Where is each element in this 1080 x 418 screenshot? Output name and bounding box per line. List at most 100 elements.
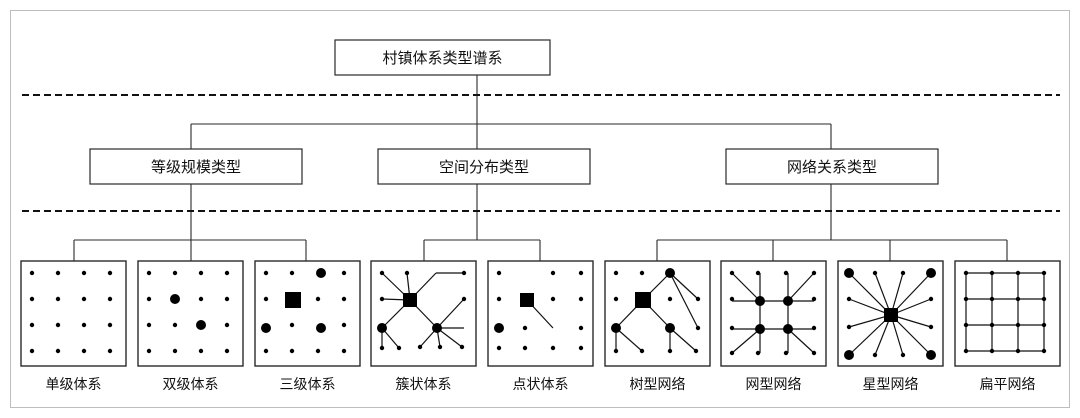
village-dot [459,344,465,350]
center-node [635,292,651,308]
village-dot [872,270,878,276]
panel-point: 点状体系 [487,260,594,393]
village-dot [224,322,230,328]
village-dot [496,345,502,351]
town-node [665,323,675,333]
root-box [334,39,551,76]
village-dot [522,345,528,351]
panel-label-flat: 扁平网络 [980,377,1036,393]
village-dot [289,270,295,276]
village-dot [315,296,321,302]
village-dot [461,296,467,302]
village-dot [1015,322,1021,328]
village-dot [1041,322,1047,328]
village-dot [811,270,817,276]
panel-label-star: 星型网络 [863,377,919,393]
root-node: 村镇体系类型谱系 [334,39,551,76]
village-dot [198,348,204,354]
panel-frame-three-level [254,260,361,367]
panel-label-three-level: 三级体系 [280,377,336,393]
pattern-three-level [261,268,347,354]
category-label-network: 网络关系类型 [787,158,877,176]
village-dot [172,322,178,328]
village-dot [341,322,347,328]
village-dot [341,296,347,302]
town-node [665,268,675,278]
village-dot [55,348,61,354]
village-dot [81,296,87,302]
town-node [316,323,326,333]
village-dot [783,270,789,276]
pattern-mesh [729,270,817,356]
village-dot [613,270,619,276]
panel-star: 星型网络 [837,260,944,393]
village-dot [639,270,645,276]
pattern-edge [669,272,699,329]
panel-label-tree: 树型网络 [630,377,686,393]
village-dot [989,270,995,276]
panel-flat: 扁平网络 [954,260,1061,393]
village-dot [81,322,87,328]
village-dot [522,325,528,331]
pattern-edge [731,328,761,354]
village-dot [146,296,152,302]
center-node [520,293,534,307]
pattern-edge [731,272,761,302]
village-dot [578,345,584,351]
village-dot [755,350,761,356]
village-dot [81,270,87,276]
village-dot [263,296,269,302]
village-dot [437,344,443,350]
town-node [783,324,793,334]
town-node [432,323,442,333]
village-dot [729,350,735,356]
village-dot [989,348,995,354]
outer-frame [10,10,1070,408]
pattern-edge [436,298,465,329]
town-node [844,350,854,360]
town-node [611,323,621,333]
village-dot [29,270,35,276]
village-dot [1041,348,1047,354]
village-dot [578,325,584,331]
village-dot [107,322,113,328]
village-dot [811,296,817,302]
village-dot [107,296,113,302]
town-node [783,296,793,306]
village-dot [81,348,87,354]
village-dot [846,296,852,302]
category-node-space: 空间分布类型 [377,148,591,185]
village-dot [146,270,152,276]
village-dot [198,270,204,276]
category-box-space [377,148,591,185]
village-dot [379,345,385,351]
village-dot [172,348,178,354]
village-dot [289,348,295,354]
village-dot [963,322,969,328]
center-node [403,293,417,307]
category-node-scale: 等级规模类型 [89,148,303,185]
village-dot [695,296,701,302]
village-dot [146,348,152,354]
pattern-edge [787,272,815,302]
village-dot [963,348,969,354]
pattern-flat [963,270,1047,354]
village-dot [107,348,113,354]
panel-label-cluster: 簇状体系 [396,377,452,393]
village-dot [107,270,113,276]
pattern-tree [611,268,701,354]
panel-frame-two-level [137,260,244,367]
town-node [196,320,206,330]
village-dot [29,296,35,302]
panel-tree: 树型网络 [604,260,711,393]
village-dot [396,345,402,351]
village-dot [289,322,295,328]
village-dot [1015,270,1021,276]
village-dot [224,348,230,354]
village-dot [900,352,906,358]
village-dot [578,270,584,276]
village-dot [1041,296,1047,302]
panel-two-level: 双级体系 [137,260,244,393]
center-node [285,292,301,308]
village-dot [550,270,556,276]
